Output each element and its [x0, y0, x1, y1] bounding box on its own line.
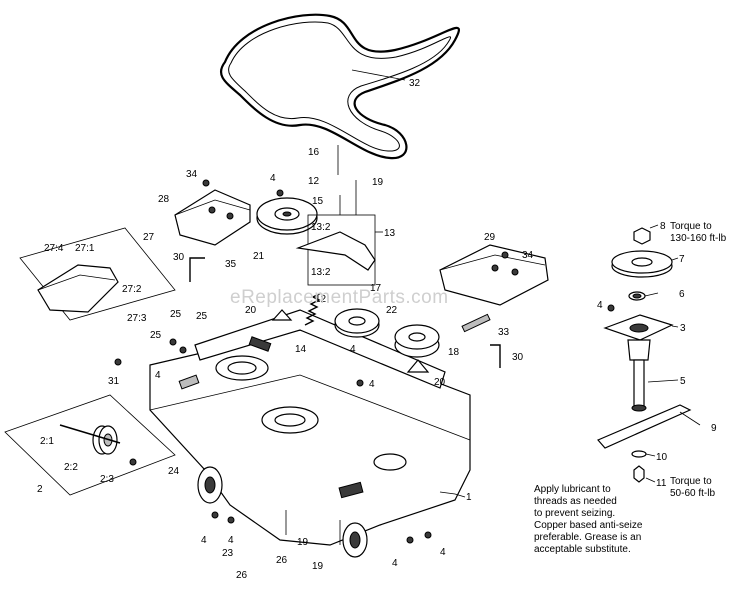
callout-15: 15 — [312, 196, 324, 207]
callout-27-1: 27:1 — [75, 243, 95, 254]
callout-23: 23 — [222, 548, 234, 559]
callout-22: 22 — [386, 305, 398, 316]
mower-deck — [149, 309, 471, 558]
callout-2-3: 2:3 — [100, 474, 114, 485]
callout-13-2: 13:2 — [311, 222, 331, 233]
callout-24: 24 — [168, 466, 180, 477]
callout-19: 19 — [297, 537, 309, 548]
watermark: eReplacementParts.com — [230, 287, 449, 308]
callout-4: 4 — [201, 535, 207, 546]
callout-4: 4 — [350, 344, 356, 355]
callout-25: 25 — [150, 330, 162, 341]
callout-10: 10 — [656, 452, 668, 463]
caster-wheel-assembly-2 — [4, 394, 176, 496]
callout-26: 26 — [276, 555, 288, 566]
callout-28: 28 — [158, 194, 170, 205]
callout-19: 19 — [312, 561, 324, 572]
callout-13: 13 — [384, 228, 396, 239]
callout-5: 5 — [680, 376, 686, 387]
callout-25: 25 — [170, 309, 182, 320]
callout-29: 29 — [484, 232, 496, 243]
callout-4: 4 — [369, 379, 375, 390]
callout-27-3: 27:3 — [127, 313, 147, 324]
leader-lines — [351, 69, 701, 498]
callout-30: 30 — [512, 352, 524, 363]
callout-16: 16 — [308, 147, 320, 158]
callout-34: 34 — [186, 169, 198, 180]
callout-4: 4 — [440, 547, 446, 558]
lubricant-note-line: Copper based anti-seize — [534, 520, 643, 531]
callout-21: 21 — [253, 251, 265, 262]
callout-20: 20 — [245, 305, 257, 316]
hardware — [114, 145, 615, 545]
callout-4: 4 — [392, 558, 398, 569]
callout-32: 32 — [409, 78, 421, 89]
callout-2: 2 — [37, 484, 43, 495]
idler-pulley-22 — [334, 308, 380, 338]
callout-33: 33 — [498, 327, 510, 338]
idler-pulley-18 — [394, 324, 440, 358]
callout-27: 27 — [143, 232, 155, 243]
idler-arm-13 — [295, 214, 376, 286]
torque-note-top-line: 130-160 ft-lb — [670, 233, 727, 244]
callout-20: 20 — [434, 377, 446, 388]
spindle-assembly — [597, 227, 692, 483]
right-belt-cover — [439, 244, 549, 306]
callout-26: 26 — [236, 570, 248, 581]
left-belt-cover — [174, 189, 251, 246]
idler-pulley-21 — [256, 197, 318, 235]
callout-1: 1 — [466, 492, 472, 503]
callout-17: 17 — [370, 283, 382, 294]
lubricant-note-line: acceptable substitute. — [534, 544, 631, 555]
lubricant-note: Apply lubricant to threads as needed to … — [534, 484, 642, 556]
spring-14 — [304, 292, 322, 326]
torque-note-top-line: Torque to — [670, 221, 712, 232]
callout-4: 4 — [597, 300, 603, 311]
callout-31: 31 — [108, 376, 120, 387]
callout-6: 6 — [679, 289, 685, 300]
lubricant-note-line: to prevent seizing. — [534, 508, 616, 519]
callout-34: 34 — [522, 250, 534, 261]
callout-2-2: 2:2 — [64, 462, 78, 473]
callout-8: 8 — [660, 221, 666, 232]
callout-4: 4 — [228, 535, 234, 546]
callout-2-1: 2:1 — [40, 436, 54, 447]
callout-11: 11 — [656, 478, 667, 489]
callout-12: 12 — [315, 294, 327, 305]
callout-30: 30 — [173, 252, 185, 263]
callout-7: 7 — [679, 254, 685, 265]
lubricant-note-line: preferable. Grease is an — [534, 532, 642, 543]
torque-note-top: Torque to 130-160 ft-lb — [670, 221, 726, 245]
lubricant-note-line: threads as needed — [534, 496, 617, 507]
callout-14: 14 — [295, 344, 307, 355]
callout-3: 3 — [680, 323, 686, 334]
torque-note-bottom-line: Torque to — [670, 476, 712, 487]
drive-belt — [219, 13, 460, 160]
torque-note-bottom-line: 50-60 ft-lb — [670, 488, 716, 499]
callout-19: 19 — [372, 177, 384, 188]
callout-35: 35 — [225, 259, 237, 270]
callout-18: 18 — [448, 347, 460, 358]
callout-4: 4 — [155, 370, 161, 381]
shield-assembly-27 — [19, 227, 176, 321]
callout-4: 4 — [270, 173, 276, 184]
callout-13-2: 13:2 — [311, 267, 331, 278]
callout-27-4: 27:4 — [44, 243, 64, 254]
lubricant-note-line: Apply lubricant to — [534, 484, 611, 495]
callout-labels: 1 2 2:1 2:2 2:3 3 4 4 4 4 4 4 4 4 4 5 6 … — [37, 78, 717, 581]
callout-12: 12 — [308, 176, 320, 187]
callout-9: 9 — [711, 423, 717, 434]
callout-25: 25 — [196, 311, 208, 322]
torque-note-bottom: Torque to 50-60 ft-lb — [670, 476, 715, 500]
callout-27-2: 27:2 — [122, 284, 142, 295]
